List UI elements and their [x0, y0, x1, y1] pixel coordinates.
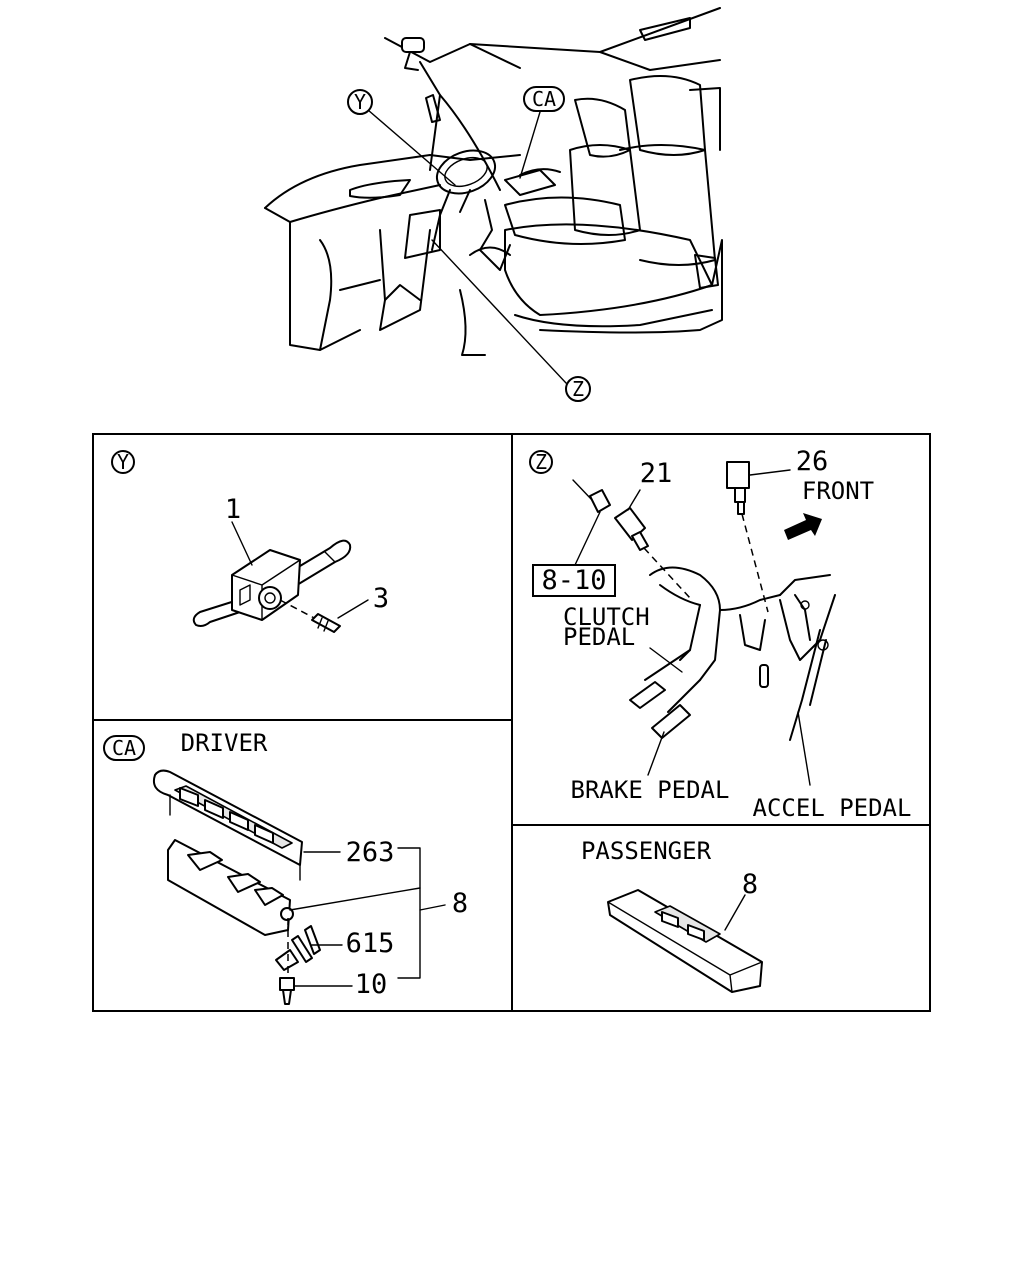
svg-text:8-10: 8-10: [541, 565, 606, 596]
panel-y-callout: Y: [111, 450, 135, 474]
driver-title: DRIVER: [181, 729, 268, 757]
panel-z-callout: Z: [529, 450, 553, 474]
svg-text:Y: Y: [117, 450, 129, 474]
svg-text:Z: Z: [535, 450, 547, 474]
part-3-label: 3: [373, 583, 389, 614]
part-10-label: 10: [355, 969, 388, 1000]
callout-y-overview: Y: [347, 89, 373, 115]
callout-z-label: Z: [572, 377, 584, 401]
passenger-title: PASSENGER: [581, 837, 712, 865]
svg-text:CA: CA: [112, 736, 136, 760]
panel-ca-driver: CA DRIVER: [103, 729, 468, 1005]
part-615-label: 615: [346, 928, 395, 959]
callout-ca-label: CA: [532, 87, 556, 111]
brake-pedal-label: BRAKE PEDAL: [571, 776, 730, 804]
panel-z: Z: [529, 446, 912, 822]
callout-z-overview: Z: [565, 376, 591, 402]
callout-y-label: Y: [354, 90, 366, 114]
combination-switch-illustration: [192, 539, 352, 633]
part-8-passenger-label: 8: [742, 869, 758, 900]
part-1-label: 1: [225, 494, 241, 525]
front-label: FRONT: [802, 477, 874, 505]
accel-pedal-label: ACCEL PEDAL: [753, 794, 912, 822]
clutch-pedal-label-line1: CLUTCH: [563, 603, 650, 631]
panel-y: Y 1 3: [111, 450, 389, 633]
driver-window-switch-illustration: [152, 769, 446, 1005]
part-21-label: 21: [640, 458, 673, 489]
panel-passenger: PASSENGER 8: [581, 837, 763, 993]
passenger-window-switch-illustration: [607, 889, 763, 993]
detail-frames: [92, 433, 931, 1012]
panel-ca-callout: CA: [103, 735, 145, 761]
cab-overview-illustration: [264, 7, 723, 384]
pedal-assembly-illustration: [572, 461, 836, 786]
ref-box-8-10: 8-10: [532, 564, 616, 597]
callout-ca-overview: CA: [523, 86, 565, 112]
part-26-label: 26: [796, 446, 829, 477]
clutch-pedal-label-line2: PEDAL: [563, 623, 635, 651]
part-263-label: 263: [346, 837, 395, 868]
part-8-driver-label: 8: [452, 888, 468, 919]
